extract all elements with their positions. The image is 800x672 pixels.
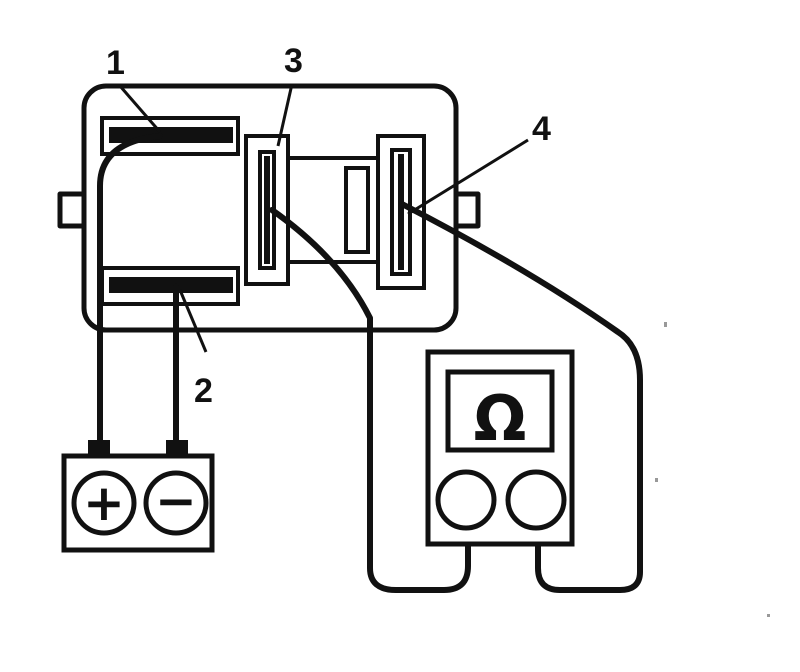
- leader-2: [178, 289, 208, 353]
- callout-leaders: [118, 83, 529, 353]
- battery-positive-post: [88, 440, 110, 456]
- meter-lead-contact-4: [399, 201, 643, 593]
- ohm-symbol-icon: Ω: [474, 382, 527, 455]
- callout-label-1: 1: [106, 44, 125, 82]
- battery-body: [61, 453, 215, 553]
- coil-terminal-2: [100, 266, 240, 306]
- contact-4: [376, 134, 426, 290]
- callout-label-2: 2: [194, 372, 213, 410]
- right-shaft-stub: [456, 191, 481, 229]
- battery-negative-circle: [143, 470, 209, 536]
- leader-3: [276, 83, 294, 147]
- meter-lead-contact-3: [269, 207, 471, 593]
- callout-label-3: 3: [284, 42, 303, 80]
- ohmmeter-jack-left: [435, 469, 497, 531]
- leader-1: [118, 85, 162, 133]
- callout-label-4: 4: [532, 110, 551, 148]
- relay-armature: [288, 156, 380, 264]
- relay-housing: [57, 83, 481, 333]
- wiring: [97, 133, 643, 593]
- contact-3: [244, 134, 290, 286]
- leader-4: [407, 138, 529, 216]
- relay-case-outline: [81, 83, 459, 333]
- ohmmeter: Ω: [425, 349, 575, 547]
- battery-negative-symbol: −: [155, 472, 197, 530]
- ohmmeter-jack-right: [505, 469, 567, 531]
- battery-positive-circle: [71, 470, 137, 536]
- ohmmeter-display: [445, 369, 555, 453]
- battery-positive-symbol: +: [83, 474, 125, 532]
- battery-negative-post: [166, 440, 188, 456]
- scan-specks: [655, 322, 770, 617]
- battery: + −: [61, 440, 215, 553]
- left-shaft-stub: [57, 191, 84, 229]
- positive-lead: [97, 133, 163, 453]
